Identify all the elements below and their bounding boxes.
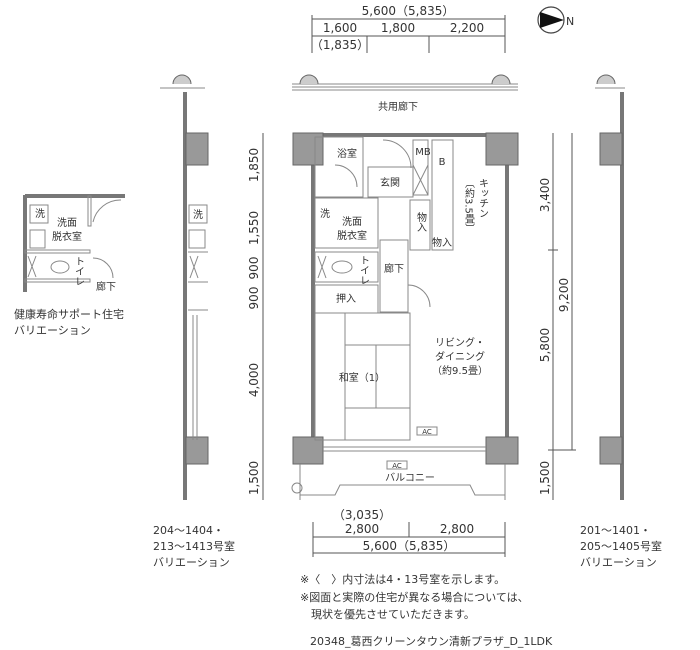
drawing-title: 20348_葛西クリーンタウン清新プラザ_D_1LDK <box>310 634 553 648</box>
ac-label-1: AC <box>422 428 432 436</box>
top-dim-1: 1,600 <box>323 21 357 35</box>
room-hall: 廊下 <box>384 262 404 275</box>
notes: ※〈 〉内寸法は4・13号室を示します。 ※図面と実際の住宅が異なる場合について… <box>300 572 553 648</box>
room-balcony: バルコニー <box>385 472 435 484</box>
right-dimensions: 3,400 5,800 9,200 1,500 <box>538 133 576 500</box>
note-3: 現状を優先させていただきます。 <box>300 607 475 621</box>
var-mid-wash: 洗 <box>193 209 203 221</box>
common-corridor-label: 共用廊下 <box>378 100 418 113</box>
note-2: ※図面と実際の住宅が異なる場合については、 <box>300 590 529 604</box>
variation-201-205: 201〜1401・ 205〜1405号室 バリエーション <box>580 92 662 569</box>
room-living-2: ダイニング <box>435 350 485 363</box>
var-left-hall: 廊下 <box>96 280 116 293</box>
var-mid-caption-3: バリエーション <box>153 556 230 569</box>
var-right-caption-2: 205〜1405号室 <box>580 539 662 553</box>
left-dim-6: 1,500 <box>247 461 261 495</box>
kitchen-size: 〔約3.5畳〕 <box>463 178 475 234</box>
ac-label-2: AC <box>392 462 402 470</box>
var-left-toilet: トイレ <box>73 256 85 286</box>
common-corridor: 共用廊下 <box>160 74 625 113</box>
room-japanese: 和室（1） <box>339 371 385 384</box>
room-washroom-1: 洗面 <box>342 216 362 228</box>
bottom-dim-2: 2,800 <box>440 522 474 536</box>
room-entrance: 玄関 <box>380 176 400 189</box>
top-dim-1-alt: （1,835） <box>311 38 369 52</box>
room-mb: MB <box>415 147 431 158</box>
var-right-caption-1: 201〜1401・ <box>580 524 651 537</box>
var-left-washroom-2: 脱衣室 <box>52 230 82 243</box>
top-dimensions: 5,600（5,835） 1,600 1,800 2,200 （1,835） <box>311 4 506 53</box>
var-left-washroom-1: 洗面 <box>57 217 77 229</box>
room-toilet: トイレ <box>358 255 370 285</box>
bottom-dim-total: 5,600（5,835） <box>363 539 456 553</box>
var-left-caption-2: バリエーション <box>14 324 91 337</box>
top-dim-2: 1,800 <box>381 21 415 35</box>
north-compass-icon: N <box>537 6 574 34</box>
left-dim-3: 900 <box>247 257 261 280</box>
room-b: B <box>439 157 446 168</box>
variation-health-support: 洗 洗面 脱衣室 トイレ 廊下 健康寿命サポート住宅 バリエーション <box>14 194 125 337</box>
room-bath: 浴室 <box>337 147 357 160</box>
var-left-wash: 洗 <box>35 208 45 220</box>
left-dim-4: 900 <box>247 287 261 310</box>
room-wash: 洗 <box>320 208 330 220</box>
bottom-dim-alt: （3,035） <box>333 508 391 522</box>
top-total-dim: 5,600（5,835） <box>362 4 455 18</box>
compass-label: N <box>566 15 574 28</box>
left-dimensions: 1,850 1,550 900 900 4,000 1,500 <box>247 133 264 500</box>
left-dim-5: 4,000 <box>247 363 261 397</box>
room-storage-2: 物入 <box>432 236 452 249</box>
right-dim-total: 9,200 <box>557 278 571 312</box>
right-dim-living: 5,800 <box>538 328 552 362</box>
variation-204-213: 洗 204〜1404・ 213〜1413号室 バリエーション <box>153 92 235 569</box>
left-dim-1: 1,850 <box>247 148 261 182</box>
room-kitchen: キッチン <box>477 178 488 218</box>
right-dim-balcony: 1,500 <box>538 461 552 495</box>
var-right-caption-3: バリエーション <box>580 556 657 569</box>
var-mid-caption-2: 213〜1413号室 <box>153 539 235 553</box>
top-dim-3: 2,200 <box>450 21 484 35</box>
var-mid-caption-1: 204〜1404・ <box>153 524 224 537</box>
main-unit-plan: 浴室 MB B 玄関 キッチン 〔約3.5畳〕 洗 洗面 脱衣室 物入 物入 ト… <box>291 132 519 500</box>
room-living-1: リビング・ <box>435 336 485 349</box>
var-left-caption-1: 健康寿命サポート住宅 <box>14 307 124 321</box>
note-1: ※〈 〉内寸法は4・13号室を示します。 <box>300 572 505 586</box>
living-size: （約9.5畳） <box>432 364 488 377</box>
bottom-dim-1: 2,800 <box>345 522 379 536</box>
room-washroom-2: 脱衣室 <box>337 229 367 242</box>
room-storage-1: 物入 <box>415 211 427 232</box>
room-closet: 押入 <box>336 292 356 305</box>
bottom-dimensions: （3,035） 2,800 2,800 5,600（5,835） <box>312 508 506 557</box>
right-dim-kitchen: 3,400 <box>538 178 552 212</box>
left-dim-2: 1,550 <box>247 211 261 245</box>
